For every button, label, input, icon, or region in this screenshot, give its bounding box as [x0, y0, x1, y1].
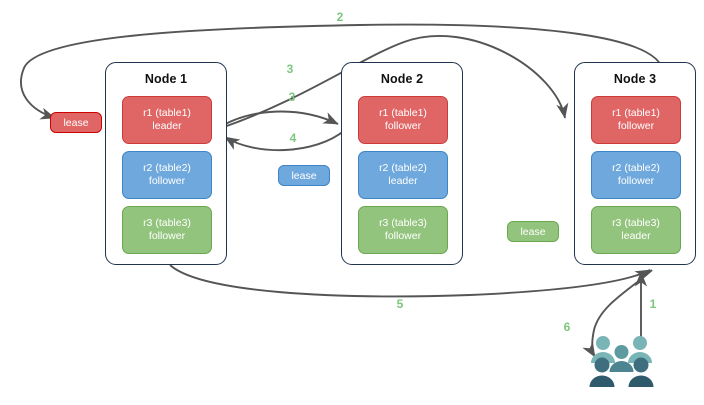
replica-role: follower [148, 175, 186, 187]
replica-role: follower [617, 175, 655, 187]
replica-role: follower [384, 120, 422, 132]
replica-r2[interactable]: r2 (table2) follower [122, 151, 212, 199]
replica-role: follower [148, 230, 186, 242]
replica-name: r1 (table1) [612, 107, 660, 119]
replica-r3[interactable]: r3 (table3) follower [358, 206, 448, 254]
replica-name: r1 (table1) [143, 107, 191, 119]
node-box-1[interactable]: Node 1 r1 (table1) leader r2 (table2) fo… [105, 62, 227, 265]
replica-role: leader [152, 120, 182, 132]
replica-name: r3 (table3) [612, 217, 660, 229]
node-box-2[interactable]: Node 2 r1 (table1) follower r2 (table2) … [341, 62, 463, 265]
lease-badge-r2: lease [278, 165, 330, 186]
replica-name: r2 (table2) [143, 162, 191, 174]
replica-name: r3 (table3) [143, 217, 191, 229]
step-label-5: 5 [396, 297, 404, 311]
replica-name: r2 (table2) [379, 162, 427, 174]
users-icon [589, 336, 654, 387]
step-label-2: 2 [336, 10, 344, 24]
step-label-6: 6 [563, 320, 571, 334]
replica-role: follower [617, 120, 655, 132]
node-box-3[interactable]: Node 3 r1 (table1) follower r2 (table2) … [574, 62, 696, 265]
lease-label: lease [63, 116, 89, 129]
step-label-3-short: 3 [288, 90, 296, 104]
replica-r2[interactable]: r2 (table2) follower [591, 151, 681, 199]
edge-step-3-short [214, 110, 339, 131]
replica-r3[interactable]: r3 (table3) leader [591, 206, 681, 254]
node-title: Node 1 [144, 72, 188, 86]
lease-label: lease [291, 169, 317, 182]
edge-step-5 [169, 264, 651, 298]
replica-name: r1 (table1) [379, 107, 427, 119]
replica-name: r3 (table3) [379, 217, 427, 229]
replica-r1[interactable]: r1 (table1) leader [122, 96, 212, 144]
replica-r1[interactable]: r1 (table1) follower [358, 96, 448, 144]
replica-role: leader [388, 175, 418, 187]
node-title: Node 3 [613, 72, 657, 86]
lease-badge-r1: lease [50, 112, 102, 133]
step-label-3-long: 3 [286, 62, 294, 76]
lease-label: lease [520, 225, 546, 238]
replica-r3[interactable]: r3 (table3) follower [122, 206, 212, 254]
replica-role: leader [621, 230, 651, 242]
step-label-4: 4 [289, 131, 297, 145]
replica-r2[interactable]: r2 (table2) leader [358, 151, 448, 199]
replica-name: r2 (table2) [612, 162, 660, 174]
replica-role: follower [384, 230, 422, 242]
replica-r1[interactable]: r1 (table1) follower [591, 96, 681, 144]
lease-badge-r3: lease [507, 221, 559, 242]
node-title: Node 2 [380, 72, 424, 86]
step-label-1: 1 [649, 297, 657, 311]
